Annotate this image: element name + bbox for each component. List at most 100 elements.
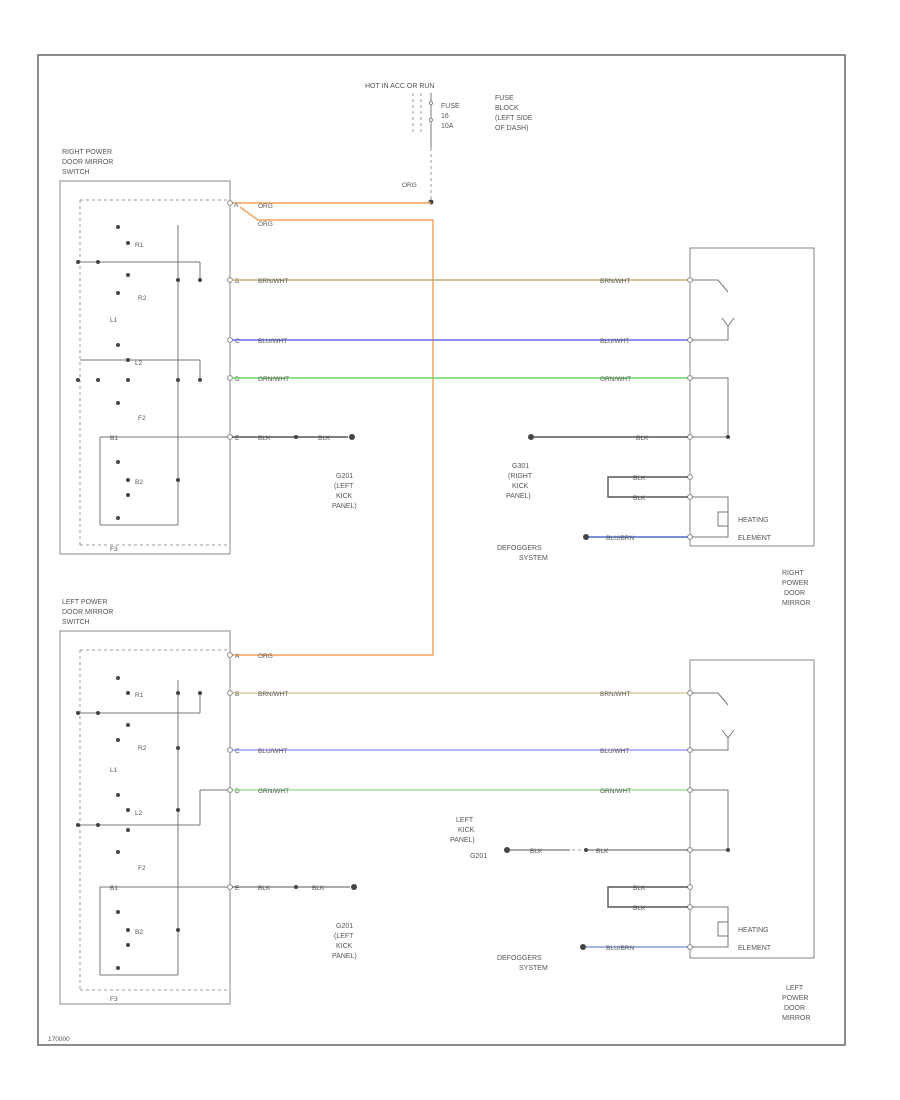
right-switch-blk2-label: BLK bbox=[318, 435, 331, 442]
left-switch-pin-b: B bbox=[235, 691, 239, 698]
fuse-line-1: FUSE bbox=[441, 103, 460, 110]
right-mirror-grn-wht-label: GRN/WHT bbox=[600, 376, 631, 383]
right-switch-pin-d: D bbox=[235, 376, 240, 383]
left-switch-ground-4: PANEL) bbox=[332, 953, 357, 960]
right-switch-blu-wht-label: BLU/WHT bbox=[258, 338, 287, 345]
left-mirror-blu-wht-label: BLU/WHT bbox=[600, 748, 629, 755]
right-switch-ground-3: KICK bbox=[336, 493, 353, 500]
right-mirror-ground: BLK BLK BLK G301 (RIGHT KICK PANEL) bbox=[506, 434, 688, 502]
right-switch-pin-c: C bbox=[235, 338, 240, 345]
left-mirror-blk-b-label: BLK bbox=[596, 848, 609, 855]
hot-label: HOT IN ACC OR RUN bbox=[365, 83, 435, 90]
right-mirror-blk2-label: BLK bbox=[633, 475, 646, 482]
right-switch-title-1: RIGHT POWER bbox=[62, 149, 112, 156]
right-mirror-title-1: RIGHT bbox=[782, 570, 805, 577]
left-mirror-ground: BLK BLK BLK BLK LEFT KICK PANEL) G201 bbox=[450, 817, 688, 912]
fuse-block-line-4: OF DASH) bbox=[495, 125, 528, 132]
fuse-line-3: 10A bbox=[441, 123, 454, 130]
right-heating-element-2: ELEMENT bbox=[738, 535, 772, 542]
left-mirror-title-2: POWER bbox=[782, 995, 808, 1002]
left-mirror-ground-3: PANEL) bbox=[450, 837, 475, 844]
left-switch-title-3: SWITCH bbox=[62, 619, 90, 626]
fuse-line-2: 16 bbox=[441, 113, 449, 120]
right-mirror-title-4: MIRROR bbox=[782, 600, 810, 607]
right-mirror-ground-4: PANEL) bbox=[506, 493, 531, 500]
right-power-door-mirror: HEATING ELEMENT RIGHT POWER DOOR MIRROR bbox=[687, 247, 815, 607]
power-wire-label: ORG bbox=[402, 182, 417, 189]
left-switch-ground: BLK BLK G201 (LEFT KICK PANEL) bbox=[232, 884, 357, 960]
left-mirror-blk-a-label: BLK bbox=[530, 848, 543, 855]
right-mirror-title-3: DOOR bbox=[784, 590, 805, 597]
right-switch-title-2: DOOR MIRROR bbox=[62, 159, 113, 166]
left-switch-ground-3: KICK bbox=[336, 943, 353, 950]
right-mirror-ground-1: G301 bbox=[512, 463, 529, 470]
fuse-block-line-3: (LEFT SIDE bbox=[495, 115, 533, 122]
right-switch-pin-b: B bbox=[235, 278, 239, 285]
left-heating-element-1: HEATING bbox=[738, 927, 769, 934]
left-switch-blk2-label: BLK bbox=[312, 885, 325, 892]
left-switch-label-r1: R1 bbox=[135, 692, 144, 699]
left-switch-pin-d: D bbox=[235, 788, 240, 795]
right-switch-org-label-b: ORG bbox=[258, 221, 273, 228]
left-mirror-brn-wht-label: BRN/WHT bbox=[600, 691, 630, 698]
right-switch-ground-2: (LEFT bbox=[334, 483, 354, 490]
left-switch-label-f3: F3 bbox=[110, 996, 118, 1003]
left-mirror-grn-wht-label: GRN/WHT bbox=[600, 788, 631, 795]
right-switch-title-3: SWITCH bbox=[62, 169, 90, 176]
right-switch-grn-wht-label: GRN/WHT bbox=[258, 376, 289, 383]
left-switch-ground-2: (LEFT bbox=[334, 933, 354, 940]
left-switch-ground-1: G201 bbox=[336, 923, 353, 930]
left-switch-pin-a: A bbox=[235, 653, 240, 660]
right-switch-org-label-a: ORG bbox=[258, 203, 273, 210]
right-switch-brn-wht-label: BRN/WHT bbox=[258, 278, 288, 285]
right-switch-label-r1: R1 bbox=[135, 242, 144, 249]
fuse-block-line-2: BLOCK bbox=[495, 105, 519, 112]
right-mirror-blu-brn-label: BLU/BRN bbox=[606, 535, 634, 542]
right-mirror-title-2: POWER bbox=[782, 580, 808, 587]
left-switch-label-f2: F2 bbox=[138, 865, 146, 872]
right-switch-blk-label: BLK bbox=[258, 435, 271, 442]
left-switch-title-1: LEFT POWER bbox=[62, 599, 107, 606]
diagram-code: 170000 bbox=[48, 1036, 70, 1043]
right-switch-label-l1: L1 bbox=[110, 317, 118, 324]
fuse-block-line-1: FUSE bbox=[495, 95, 514, 102]
right-mirror-blk3-label: BLK bbox=[633, 495, 646, 502]
right-mirror-blk-label: BLK bbox=[636, 435, 649, 442]
left-heating-element-2: ELEMENT bbox=[738, 945, 772, 952]
right-heating-element-1: HEATING bbox=[738, 517, 769, 524]
right-mirror-blu-wht-label: BLU/WHT bbox=[600, 338, 629, 345]
right-switch-ground-4: PANEL) bbox=[332, 503, 357, 510]
right-mirror-housing bbox=[689, 247, 815, 547]
left-switch-blu-wht-label: BLU/WHT bbox=[258, 748, 287, 755]
right-switch-ground-1: G201 bbox=[336, 473, 353, 480]
right-defogger-2: SYSTEM bbox=[519, 555, 548, 562]
left-switch-label-r2: R2 bbox=[138, 745, 147, 752]
left-mirror-ground-1: LEFT bbox=[456, 817, 474, 824]
left-mirror-ground-4: G201 bbox=[470, 853, 487, 860]
right-switch-pin-a: A bbox=[234, 202, 239, 209]
right-mirror-brn-wht-label: BRN/WHT bbox=[600, 278, 630, 285]
right-switch-label-f3: F3 bbox=[110, 546, 118, 553]
diagram-frame bbox=[37, 54, 846, 1046]
left-mirror-blk2-label: BLK bbox=[633, 885, 646, 892]
right-power-door-mirror-switch: RIGHT POWER DOOR MIRROR SWITCH R1 R2 L1 … bbox=[59, 149, 273, 555]
left-switch-label-b1: B1 bbox=[110, 885, 118, 892]
right-switch-pin-e: E bbox=[235, 435, 240, 442]
left-switch-housing bbox=[59, 630, 231, 1005]
left-mirror-title-3: DOOR bbox=[784, 1005, 805, 1012]
left-switch-label-l1: L1 bbox=[110, 767, 118, 774]
left-switch-label-l2: L2 bbox=[135, 810, 143, 817]
right-switch-label-l2: L2 bbox=[135, 360, 143, 367]
left-switch-grn-wht-label: GRN/WHT bbox=[258, 788, 289, 795]
left-mirror-housing bbox=[689, 659, 815, 959]
right-switch-label-f2: F2 bbox=[138, 415, 146, 422]
left-switch-label-b2: B2 bbox=[135, 929, 143, 936]
left-defogger-2: SYSTEM bbox=[519, 965, 548, 972]
fuse-block: HOT IN ACC OR RUN FUSE 16 10A FUSE BLOCK… bbox=[365, 83, 533, 205]
left-power-door-mirror-switch: LEFT POWER DOOR MIRROR SWITCH R1 R2 L1 L… bbox=[59, 599, 273, 1005]
left-mirror-title-4: MIRROR bbox=[782, 1015, 810, 1022]
right-defogger-1: DEFOGGERS bbox=[497, 545, 542, 552]
left-mirror-ground-2: KICK bbox=[458, 827, 475, 834]
right-switch-label-b2: B2 bbox=[135, 479, 143, 486]
